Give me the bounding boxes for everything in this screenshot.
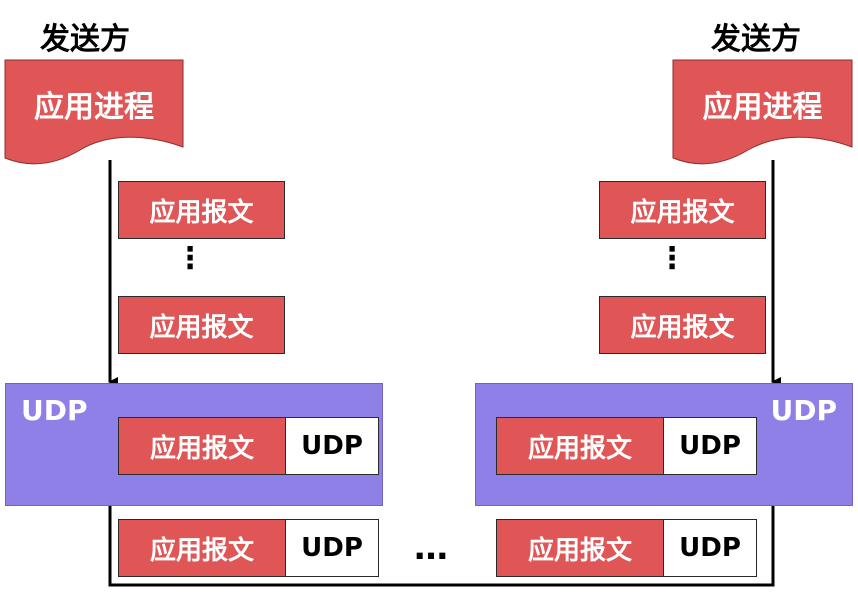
left-message-2: 应用报文 bbox=[118, 296, 285, 354]
left-process-shape bbox=[4, 59, 184, 165]
left-process-label: 应用进程 bbox=[34, 90, 154, 125]
left-sender-title: 发送方 bbox=[40, 22, 130, 57]
bottom-connector-line bbox=[108, 506, 775, 587]
left-message-1: 应用报文 bbox=[118, 181, 285, 239]
right-udp-label: UDP bbox=[770, 394, 838, 427]
bottom-datagram-2-data: 应用报文 bbox=[496, 519, 664, 577]
right-udp-datagram-header: UDP bbox=[663, 417, 757, 475]
right-vertical-ellipsis: ⋮ bbox=[657, 241, 687, 276]
right-process-label: 应用进程 bbox=[702, 90, 823, 125]
bottom-datagram-2-header: UDP bbox=[663, 519, 757, 577]
right-message-2: 应用报文 bbox=[599, 296, 766, 354]
left-udp-datagram-data: 应用报文 bbox=[118, 417, 286, 475]
right-process-box: 应用进程 bbox=[673, 60, 852, 160]
right-process-shape bbox=[672, 59, 853, 165]
left-udp-label: UDP bbox=[21, 394, 88, 427]
right-udp-datagram-data: 应用报文 bbox=[496, 417, 664, 475]
left-process-box: 应用进程 bbox=[5, 60, 183, 160]
left-vertical-ellipsis: ⋮ bbox=[175, 241, 205, 276]
left-udp-datagram-header: UDP bbox=[285, 417, 379, 475]
right-message-1: 应用报文 bbox=[599, 181, 766, 239]
bottom-ellipsis: … bbox=[414, 528, 448, 568]
bottom-datagram-1-data: 应用报文 bbox=[118, 519, 286, 577]
bottom-datagram-1-header: UDP bbox=[285, 519, 379, 577]
right-sender-title: 发送方 bbox=[711, 22, 801, 57]
